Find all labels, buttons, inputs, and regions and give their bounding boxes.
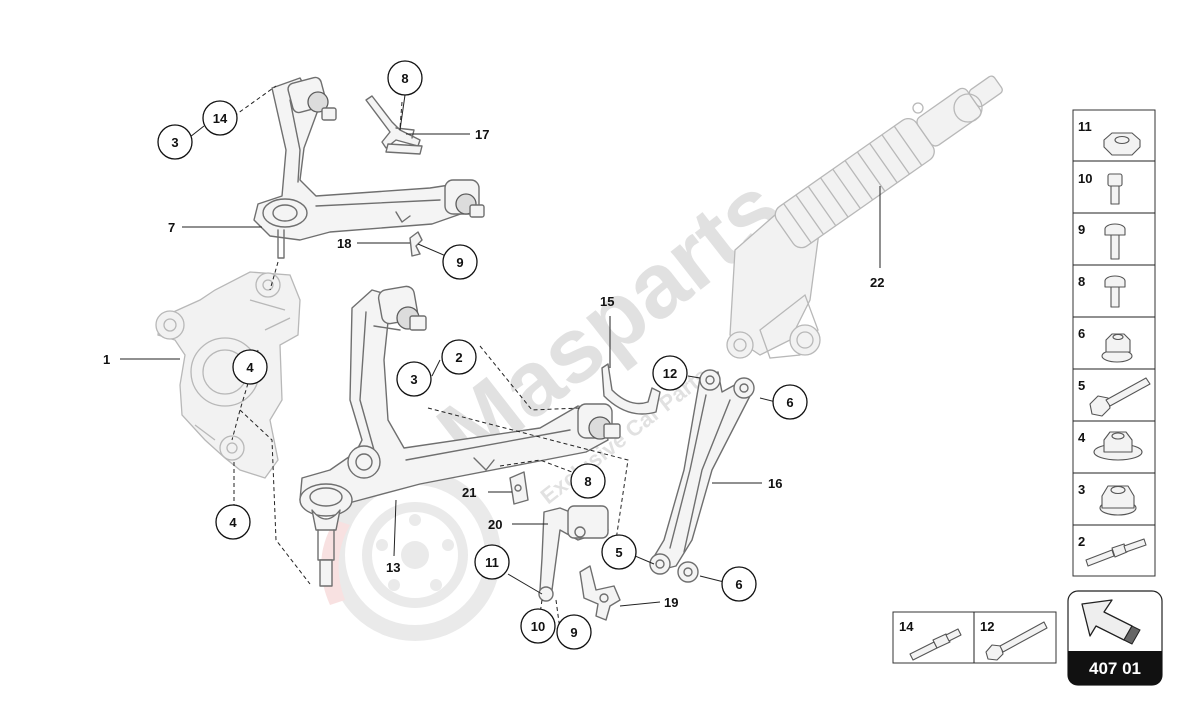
- leader-lines: [120, 94, 881, 607]
- callout-14: 14: [202, 100, 238, 136]
- hex-nut-icon: [1103, 132, 1141, 156]
- callout-16: 16: [768, 476, 782, 491]
- callout-17: 17: [475, 127, 489, 142]
- callout-12-label: 12: [663, 366, 677, 381]
- callout-9-upper: 9: [442, 244, 478, 280]
- hardware-legend-row: 14 12: [892, 611, 1057, 664]
- callout-4-upper: 4: [232, 349, 268, 385]
- callout-9-upper-label: 9: [456, 255, 463, 270]
- clip-part-18: [409, 231, 423, 257]
- page-number: 407 01: [1089, 659, 1141, 678]
- callout-3-upper: 3: [157, 124, 193, 160]
- clip-part: [601, 363, 661, 415]
- legend-label-8: 8: [1078, 274, 1085, 289]
- callout-13: 13: [386, 560, 400, 575]
- callout-5: 5: [601, 534, 637, 570]
- callout-4-lower-label: 4: [229, 515, 237, 530]
- flange-nut-icon-4: [1093, 431, 1143, 461]
- callout-20: 20: [488, 517, 502, 532]
- lower-control-arm-part: [299, 285, 621, 587]
- callout-20-label: 20: [488, 517, 502, 532]
- callout-6-upper: 6: [772, 384, 808, 420]
- legend-label-6: 6: [1078, 326, 1085, 341]
- long-bolt-icon-5: [1089, 377, 1151, 417]
- arrow-icon: [1081, 599, 1141, 645]
- callout-17-label: 17: [475, 127, 489, 142]
- callout-18: 18: [337, 236, 351, 251]
- legend-label-12: 12: [980, 619, 994, 634]
- torx-bolt-icon-8: [1104, 275, 1126, 308]
- callout-2: 2: [441, 339, 477, 375]
- flange-nut-icon-6: [1101, 333, 1133, 363]
- callout-21-label: 21: [462, 485, 476, 500]
- callout-8-lower-label: 8: [584, 474, 591, 489]
- callout-5-label: 5: [615, 545, 622, 560]
- legend-label-5: 5: [1078, 378, 1085, 393]
- hub-carrier-part: [155, 271, 301, 479]
- legend-label-2: 2: [1078, 534, 1085, 549]
- callout-3-lower-label: 3: [410, 372, 417, 387]
- callout-6-lower-label: 6: [735, 577, 742, 592]
- callout-19: 19: [664, 595, 678, 610]
- callout-6-upper-label: 6: [786, 395, 793, 410]
- callout-19-label: 19: [664, 595, 678, 610]
- callout-14-label: 14: [213, 111, 228, 126]
- hardware-legend-column: 11 10 9 8 6 5: [1072, 109, 1156, 577]
- callout-1: 1: [103, 352, 110, 367]
- legend-label-14: 14: [899, 619, 914, 634]
- legend-label-11: 11: [1078, 119, 1092, 134]
- callout-15-label: 15: [600, 294, 614, 309]
- callout-6-lower: 6: [721, 566, 757, 602]
- callout-3-lower: 3: [396, 361, 432, 397]
- callout-15: 15: [600, 294, 614, 309]
- callout-16-label: 16: [768, 476, 782, 491]
- callout-10-label: 10: [531, 619, 545, 634]
- callout-1-label: 1: [103, 352, 110, 367]
- callout-8-lower: 8: [570, 463, 606, 499]
- callout-4-lower: 4: [215, 504, 251, 540]
- callout-21: 21: [462, 485, 476, 500]
- callout-7-label: 7: [168, 220, 175, 235]
- callout-13-label: 13: [386, 560, 400, 575]
- callout-11-label: 11: [485, 555, 499, 570]
- callout-3-upper-label: 3: [171, 135, 178, 150]
- callout-22: 22: [870, 275, 884, 290]
- bracket-part-17: [365, 95, 423, 155]
- lock-nut-icon: [1099, 485, 1137, 516]
- toe-link-part: [649, 369, 755, 583]
- bracket-part-21: [509, 471, 529, 505]
- callout-10: 10: [520, 608, 556, 644]
- torx-bolt-icon-9: [1104, 223, 1126, 260]
- callout-2-label: 2: [455, 350, 462, 365]
- legend-label-3: 3: [1078, 482, 1085, 497]
- callout-9-lower: 9: [556, 614, 592, 650]
- callout-9-lower-label: 9: [570, 625, 577, 640]
- upper-control-arm-part: [253, 76, 485, 259]
- callout-18-label: 18: [337, 236, 351, 251]
- legend-label-4: 4: [1078, 430, 1086, 445]
- callout-11: 11: [474, 544, 510, 580]
- long-bolt-icon-12: [985, 621, 1048, 661]
- legend-label-9: 9: [1078, 222, 1085, 237]
- sensor-link-part: [538, 505, 609, 602]
- callout-8-upper: 8: [387, 60, 423, 96]
- pin-icon-2: [1085, 538, 1147, 567]
- callout-7: 7: [168, 220, 175, 235]
- callout-4-upper-label: 4: [246, 360, 254, 375]
- page-navigation-box[interactable]: 407 01: [1067, 590, 1163, 686]
- callout-22-label: 22: [870, 275, 884, 290]
- callout-12: 12: [652, 355, 688, 391]
- callout-8-upper-label: 8: [401, 71, 408, 86]
- bracket-part-19: [579, 565, 621, 621]
- shock-absorber-part: [726, 75, 1003, 359]
- legend-label-10: 10: [1078, 171, 1092, 186]
- pin-icon-14: [909, 628, 962, 661]
- short-bolt-icon: [1107, 173, 1123, 205]
